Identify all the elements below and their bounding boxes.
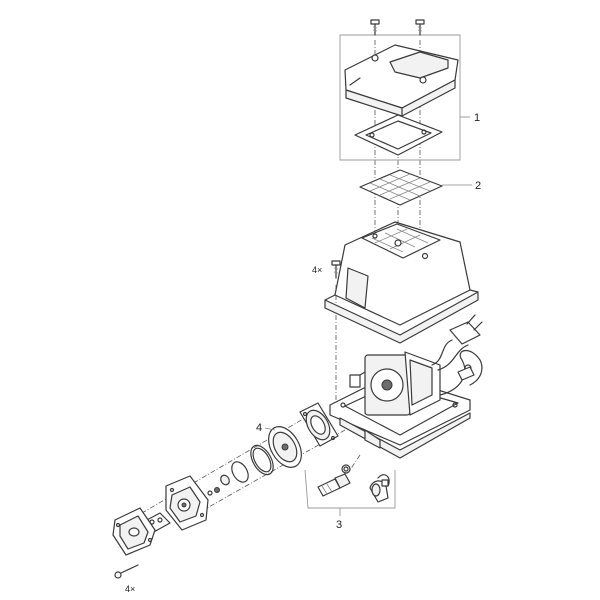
lid-screw-right [415,19,425,36]
diaphragm-frame [299,402,339,447]
callout-2-label: 2 [475,180,481,192]
callout-4-label: 4 [256,422,262,434]
hose-nozzle [317,473,351,497]
small-nut [207,474,230,496]
pump-head-block [165,475,209,531]
lid-screw-left [370,19,380,36]
housing-lid [344,44,459,117]
head-screw: 4× [114,564,139,594]
callout-3-label: 3 [336,519,342,531]
power-cable-plug [431,314,483,396]
housing-body [324,221,479,344]
small-fitting-ring [341,464,351,474]
diaphragm-disc: 4 [256,422,302,468]
valve-cover [112,507,156,556]
gasket-frame [354,114,443,156]
o-ring [250,444,274,476]
callout-1-label: 1 [474,112,480,124]
callout-3-box [304,469,396,509]
filter-mesh: 2 [359,169,481,206]
pump-base [329,351,471,459]
callout-3-group: 3 [304,464,396,531]
washer-disk [231,461,249,483]
elbow-fitting [369,474,390,503]
head-screw-qty: 4× [125,584,135,594]
housing-screw: 4× [312,260,341,279]
housing-screw-qty: 4× [312,265,322,275]
